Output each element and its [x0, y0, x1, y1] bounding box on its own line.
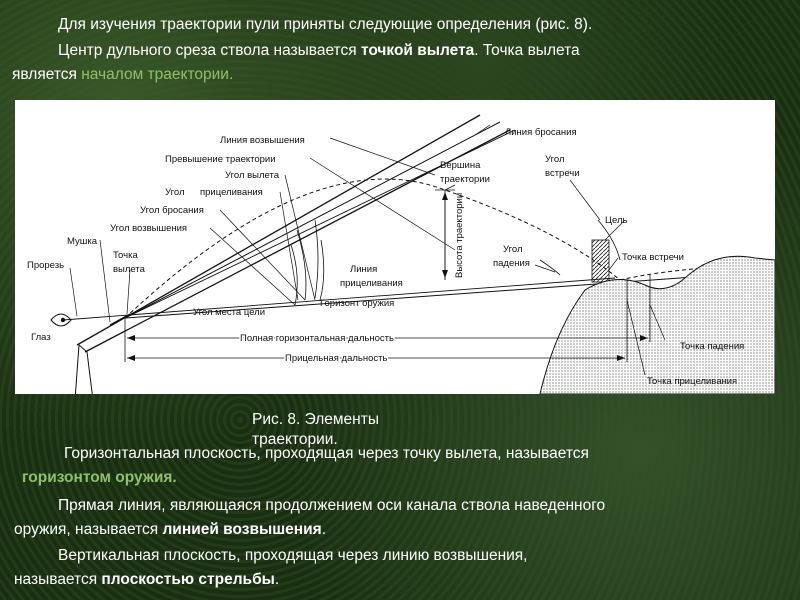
label-eye: Глаз — [31, 332, 51, 343]
body-p2-a: Прямая линия, являющаяся продолжением ос… — [58, 497, 606, 514]
label-sight-line-1: Линия — [350, 264, 377, 275]
body-p3-b: называется — [14, 571, 102, 588]
label-fall-angle-2: падения — [493, 258, 530, 269]
aiming-range-dimension — [127, 355, 625, 361]
term-firing-plane: плоскостью стрельбы — [101, 571, 275, 588]
label-throw-angle: Угол бросания — [140, 205, 204, 216]
label-aiming-angle-1: Угол — [165, 187, 184, 198]
label-fall-point: Точка падения — [680, 341, 744, 352]
label-trajectory-excess: Превышение траектории — [165, 154, 276, 165]
trajectory-figure: Линия возвышения Линия бросания Превышен… — [15, 100, 775, 394]
label-target: Цель — [605, 215, 628, 226]
trajectory-diagram: Линия возвышения Линия бросания Превышен… — [27, 114, 775, 394]
figure-caption: Рис. 8. Элементы траектории. — [252, 411, 379, 448]
label-weapon-horizon: Горизонт оружия — [320, 298, 394, 309]
intro-line-3: является началом траектории. — [12, 64, 233, 86]
full-range-dimension — [127, 335, 648, 341]
intro-line-2-c: . Точка вылета — [474, 42, 580, 59]
elevation-line — [124, 121, 501, 319]
label-meeting-angle-1: Угол — [545, 154, 564, 165]
label-trajectory-height: Высота траектории — [454, 193, 465, 278]
label-elevation-line: Линия возвышения — [220, 135, 305, 146]
label-meeting-angle-2: встречи — [545, 168, 580, 179]
term-trajectory-start: началом траектории. — [81, 66, 234, 83]
term-elevation-line: линией возвышения — [162, 521, 322, 538]
height-arrows — [442, 192, 448, 278]
label-vertex-2: траектории — [440, 174, 490, 185]
intro-line-1: Для изучения траектории пули приняты сле… — [58, 16, 593, 33]
label-aiming-point: Точка прицеливания — [647, 376, 737, 387]
label-front-sight: Мушка — [67, 236, 98, 247]
body-p1-a: Горизонтальная плоскость, проходящая чер… — [64, 445, 589, 462]
label-target-place-angle: Угол места цели — [193, 307, 265, 318]
leader-lines — [69, 124, 666, 376]
target-rect — [591, 239, 610, 283]
label-vertex-1: Вершина — [440, 160, 481, 171]
intro-line-3-a: является — [12, 66, 82, 83]
term-weapon-horizon: горизонтом оружия. — [22, 469, 177, 486]
intro-line-2-a: Центр дульного среза ствола называется — [58, 42, 361, 59]
body-p2-b: оружия, называется — [14, 521, 163, 538]
label-meeting-point: Точка встречи — [622, 252, 684, 263]
label-aiming-angle-2: прицеливания — [200, 187, 263, 198]
label-departure-point-1: Точка — [113, 250, 138, 261]
label-fall-angle-1: Угол — [503, 244, 522, 255]
body-p2-d: . — [321, 521, 327, 538]
angle-arcs — [290, 219, 621, 306]
body-p3-d: . — [274, 571, 280, 588]
label-elevation-angle: Угол возвышения — [110, 223, 187, 234]
label-aiming-range: Прицельная дальность — [285, 353, 387, 364]
intro-line-2: Центр дульного среза ствола называется т… — [58, 40, 580, 62]
label-throw-line: Линия бросания — [505, 127, 577, 138]
body-p2-line2: оружия, называется линией возвышения. — [14, 519, 326, 541]
term-departure-point: точкой вылета — [360, 42, 475, 59]
body-p3-line2: называется плоскостью стрельбы. — [14, 569, 279, 591]
body-p3-a: Вертикальная плоскость, проходящая через… — [58, 547, 528, 564]
label-sight-line-2: прицеливания — [340, 278, 403, 289]
aiming-line — [62, 277, 616, 321]
label-full-horizontal-range: Полная горизонтальная дальность — [240, 333, 394, 344]
trajectory-curve — [124, 178, 621, 319]
label-departure-angle: Угол вылета — [225, 170, 280, 181]
throw-line — [124, 129, 516, 319]
label-rear-sight: Прорезь — [27, 260, 64, 271]
ground-hill — [539, 255, 775, 394]
label-departure-point-2: вылета — [113, 264, 146, 275]
